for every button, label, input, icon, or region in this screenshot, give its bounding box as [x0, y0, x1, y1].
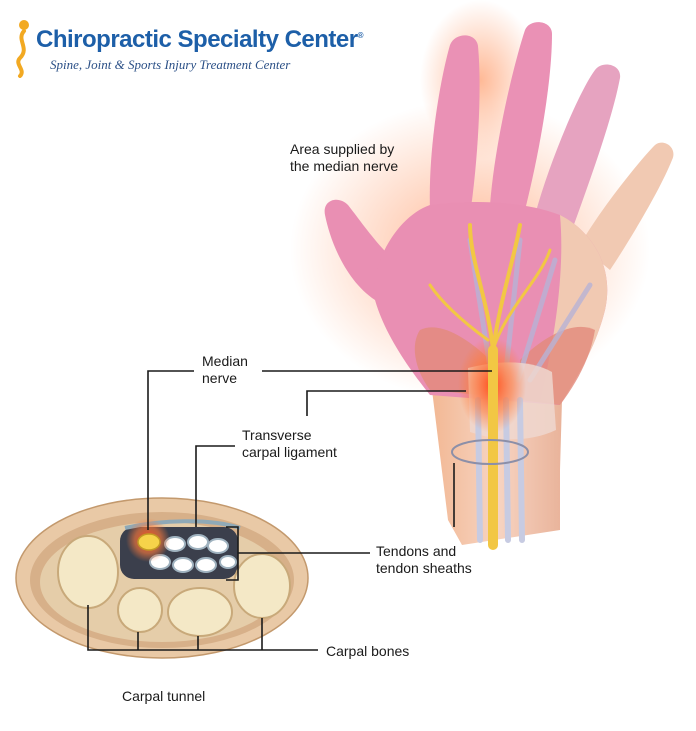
label-transverse-ligament: Transverse carpal ligament — [242, 427, 337, 460]
label-median-nerve: Median nerve — [202, 353, 248, 386]
median-nerve — [428, 223, 552, 550]
leader-median-left — [147, 370, 194, 530]
leader-bones — [87, 605, 318, 651]
logo-tagline: Spine, Joint & Sports Injury Treatment C… — [50, 57, 291, 72]
spine-figure-icon — [16, 20, 29, 78]
logo-title: Chiropractic Specialty Center® — [36, 26, 364, 53]
leader-ligament-hand — [306, 390, 466, 416]
nerve-section — [137, 533, 161, 551]
label-carpal-tunnel: Carpal tunnel — [122, 688, 206, 704]
logo: Chiropractic Specialty Center® Spine, Jo… — [10, 18, 364, 78]
section-marker — [451, 439, 529, 465]
tunnel-tendons — [149, 534, 237, 573]
label-median-area: Area supplied by the median nerve — [290, 141, 399, 174]
leader-ligament-section — [195, 445, 235, 527]
carpal-bones-group — [57, 535, 291, 637]
leader-lines — [87, 370, 492, 651]
label-tendons: Tendons and tendon sheaths — [376, 543, 472, 576]
carpal-cross-section — [15, 497, 309, 659]
label-carpal-bones: Carpal bones — [326, 643, 410, 659]
